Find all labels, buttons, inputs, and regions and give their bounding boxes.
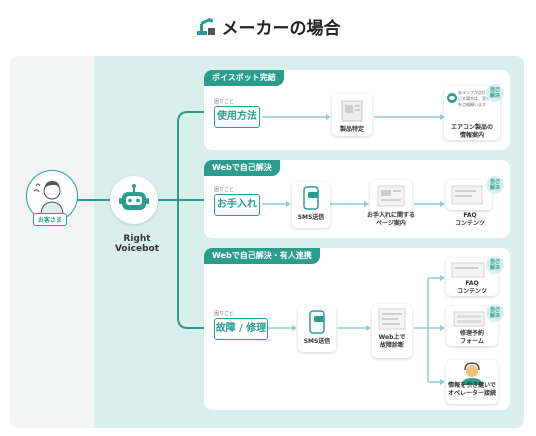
- outcome-label: 情報を引き継いで オペレーター接続: [447, 382, 496, 397]
- outcome-operator: [446, 360, 498, 404]
- step-label: エアコン製品の 情報案内: [450, 124, 493, 139]
- title-text: メーカーの場合: [221, 19, 341, 39]
- trigger-care: お手入れ: [214, 194, 260, 216]
- self-solve-badge: 自己 解決: [486, 256, 504, 274]
- robot-icon: [119, 184, 149, 210]
- trigger-usage: 使用方法: [214, 106, 260, 128]
- section-header: Webで自己解決: [204, 160, 280, 176]
- step-care-page: [370, 180, 412, 212]
- step-label: お手入れに関する ページ案内: [366, 212, 415, 227]
- step-label: 製品特定: [339, 126, 364, 133]
- faq-page-icon: [451, 262, 485, 278]
- section-header: Webで自己解決・有人連携: [204, 248, 320, 264]
- trouble-label: 困りごと: [214, 187, 235, 193]
- voicebot-label: Right Voicebot: [114, 234, 160, 254]
- section-voicebot-complete: ボイスボット完結 困りごと 使用方法 製品特定 赤ランプが点灯して いる場合は、…: [204, 70, 510, 150]
- faq-page-icon: [451, 185, 483, 205]
- step-product-identify: [332, 94, 372, 136]
- eye-icon: [447, 93, 457, 103]
- smartphone-icon: [309, 310, 325, 334]
- step-diagnosis: [372, 304, 412, 358]
- section-web-self-solve: Webで自己解決 困りごと お手入れ SMS送信 お手入れに関する ページ案内: [204, 160, 510, 238]
- callout-text: 赤ランプが点灯して いる場合は、室外機 を点検願います: [458, 90, 494, 107]
- outcome-label: FAQ コンテンツ: [456, 280, 487, 295]
- section-arrows: [268, 275, 445, 385]
- trouble-label: 困りごと: [214, 311, 235, 317]
- smartphone-icon: [303, 186, 319, 210]
- trouble-label: 困りごと: [214, 99, 235, 105]
- step-label: FAQ コンテンツ: [454, 212, 485, 227]
- step-label: SMS送信: [297, 214, 325, 221]
- section-header: ボイスボット完結: [204, 70, 284, 86]
- self-solve-badge: 自己 解決: [486, 304, 504, 322]
- customer-label: お客さま: [33, 213, 68, 226]
- voicebot-avatar: [110, 176, 158, 224]
- step-faq: [446, 180, 492, 210]
- step-label: SMS送信: [303, 338, 331, 345]
- self-solve-badge: 自己 解決: [486, 176, 504, 194]
- section-arrows: [262, 201, 445, 207]
- self-solve-badge: 自己 解決: [486, 84, 504, 102]
- step-sms: [298, 306, 336, 352]
- section-arrows: [262, 114, 445, 120]
- customer-icon: [33, 181, 64, 216]
- webpage-icon: [377, 185, 405, 207]
- step-sms: [292, 182, 330, 228]
- operator-icon: [462, 362, 482, 385]
- section-web-and-operator: Webで自己解決・有人連携 困りごと 故障 / 修理 SMS送信: [204, 248, 510, 410]
- outcome-label: 修理予約 フォーム: [459, 330, 484, 345]
- step-label: Web上で 故障診断: [378, 334, 406, 349]
- form-icon: [453, 311, 485, 327]
- page-title: メーカーの場合: [0, 14, 536, 41]
- webpage-icon: [378, 308, 406, 330]
- robot-arm-icon: [196, 17, 216, 41]
- trigger-repair: 故障 / 修理: [214, 318, 268, 340]
- document-icon: [341, 100, 363, 122]
